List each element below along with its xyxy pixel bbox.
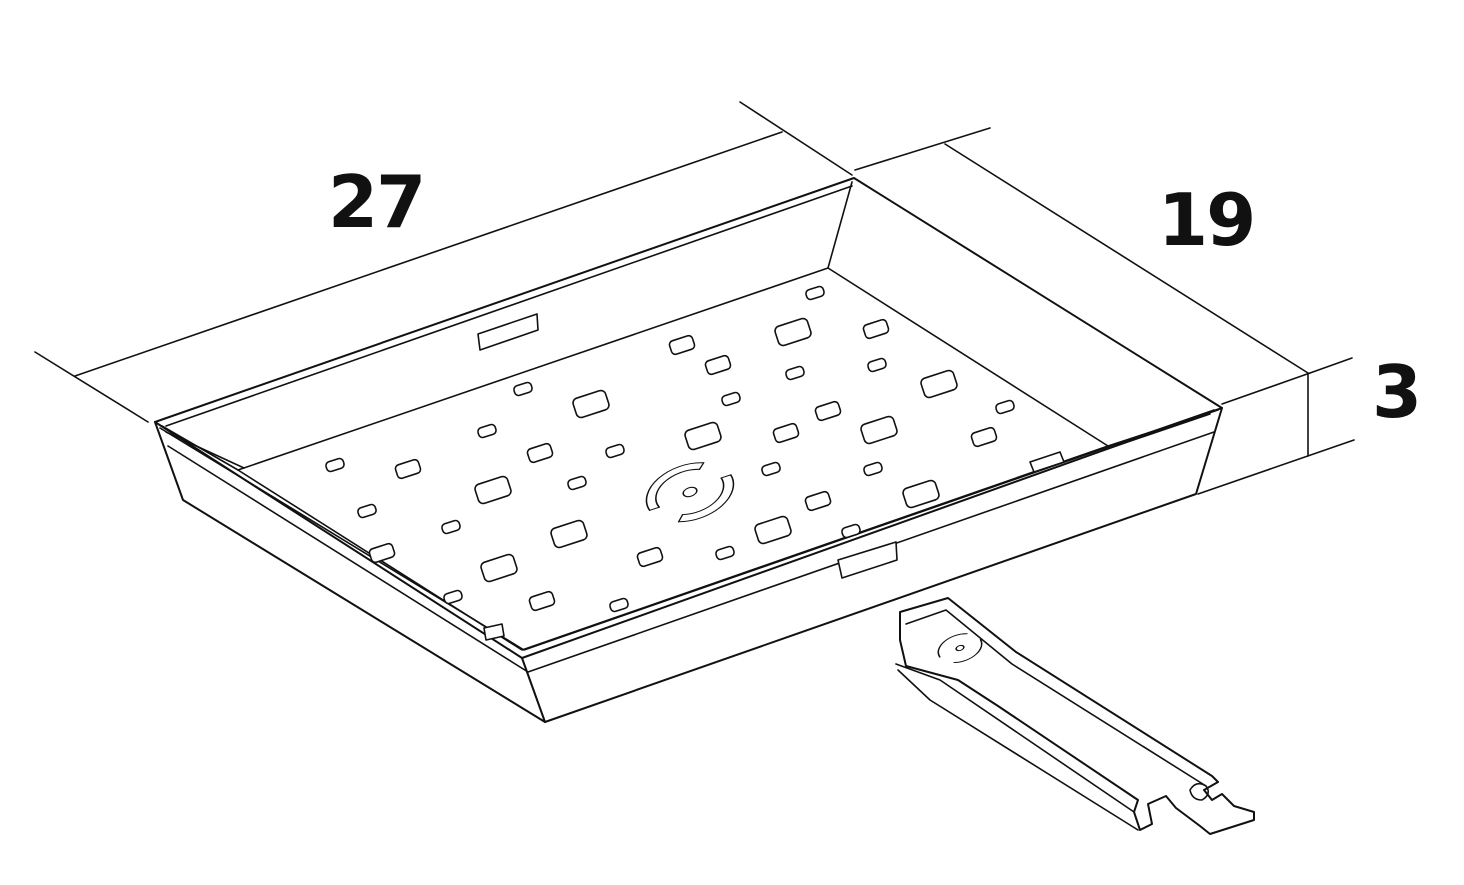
hole-large xyxy=(684,421,722,451)
tray-rim-inner-back xyxy=(165,185,853,427)
handle-top-face xyxy=(899,597,1255,835)
tray-floor-holes xyxy=(325,285,1015,613)
hole-medium xyxy=(804,490,832,512)
hole-small xyxy=(513,381,533,397)
hole-medium xyxy=(970,426,998,448)
hole-large xyxy=(860,415,898,445)
hole-small xyxy=(715,545,735,561)
handle-edge-inner xyxy=(905,609,1207,787)
hole-medium xyxy=(636,546,664,568)
tray-side-front xyxy=(544,407,1223,723)
hole-small xyxy=(441,519,461,535)
hole-medium xyxy=(668,334,696,356)
hole-medium xyxy=(526,442,554,464)
tray-side-corner xyxy=(521,657,546,723)
tray-floor xyxy=(237,267,1109,651)
hole-small xyxy=(995,399,1015,415)
dim-width-extension-left xyxy=(854,127,991,171)
dim-length-extension-right xyxy=(739,101,853,176)
hole-small xyxy=(325,457,345,473)
dim-length-line xyxy=(74,131,783,377)
dim-width-extension-right xyxy=(1221,372,1311,405)
hole-large xyxy=(774,317,812,347)
tray-logo xyxy=(645,462,735,523)
hole-large xyxy=(920,369,958,399)
dim-width-line xyxy=(944,143,1309,374)
hole-small xyxy=(567,475,587,491)
hole-large xyxy=(572,389,610,419)
tray-front-slot xyxy=(837,541,898,579)
tray-wall-crease-right-2 xyxy=(1103,413,1211,451)
hole-medium xyxy=(368,542,396,564)
hole-medium xyxy=(394,458,422,480)
hole-large xyxy=(474,475,512,505)
hole-small xyxy=(841,523,861,539)
hole-large xyxy=(480,553,518,583)
hole-medium xyxy=(814,400,842,422)
dimension-lines xyxy=(34,101,1355,495)
hole-large xyxy=(754,515,792,545)
hole-small xyxy=(721,391,741,407)
hole-small xyxy=(867,357,887,373)
hole-large xyxy=(550,519,588,549)
hole-small xyxy=(477,423,497,439)
hole-small xyxy=(609,597,629,613)
tray-wall-crease-right xyxy=(1107,409,1219,447)
dim-height-extension-bottom xyxy=(1197,439,1355,495)
hole-small xyxy=(785,365,805,381)
handle-flange xyxy=(895,663,1135,813)
hole-small xyxy=(761,461,781,477)
tray-back-slot xyxy=(477,313,539,351)
handle-flange-edge xyxy=(897,669,1139,831)
hole-small xyxy=(805,285,825,301)
tray-right-tab xyxy=(1029,451,1065,473)
dimension-width-label: 19 xyxy=(1158,178,1256,262)
dimension-height-label: 3 xyxy=(1372,350,1422,434)
tray-wall-crease-back xyxy=(827,181,853,269)
tray-rim-outer xyxy=(154,177,1223,659)
hole-medium xyxy=(862,318,890,340)
hole-medium xyxy=(772,422,800,444)
tray-handle xyxy=(895,597,1255,835)
tray-side-crease-left xyxy=(167,445,529,673)
hole-small xyxy=(863,461,883,477)
hole-small xyxy=(605,443,625,459)
handle-notch xyxy=(1189,782,1210,801)
dimension-length-label: 27 xyxy=(328,160,426,244)
dim-height-extension-top xyxy=(1309,357,1353,374)
tray-rim-inner-front xyxy=(159,409,1215,651)
dim-length-extension-left xyxy=(34,351,149,423)
hole-small xyxy=(443,589,463,605)
tray-wall-crease-left-2 xyxy=(165,431,245,469)
hole-small xyxy=(357,503,377,519)
tray xyxy=(154,177,1223,723)
hole-medium xyxy=(528,590,556,612)
hole-large xyxy=(902,479,940,509)
hole-medium xyxy=(704,354,732,376)
tray-left-tab xyxy=(483,623,505,641)
